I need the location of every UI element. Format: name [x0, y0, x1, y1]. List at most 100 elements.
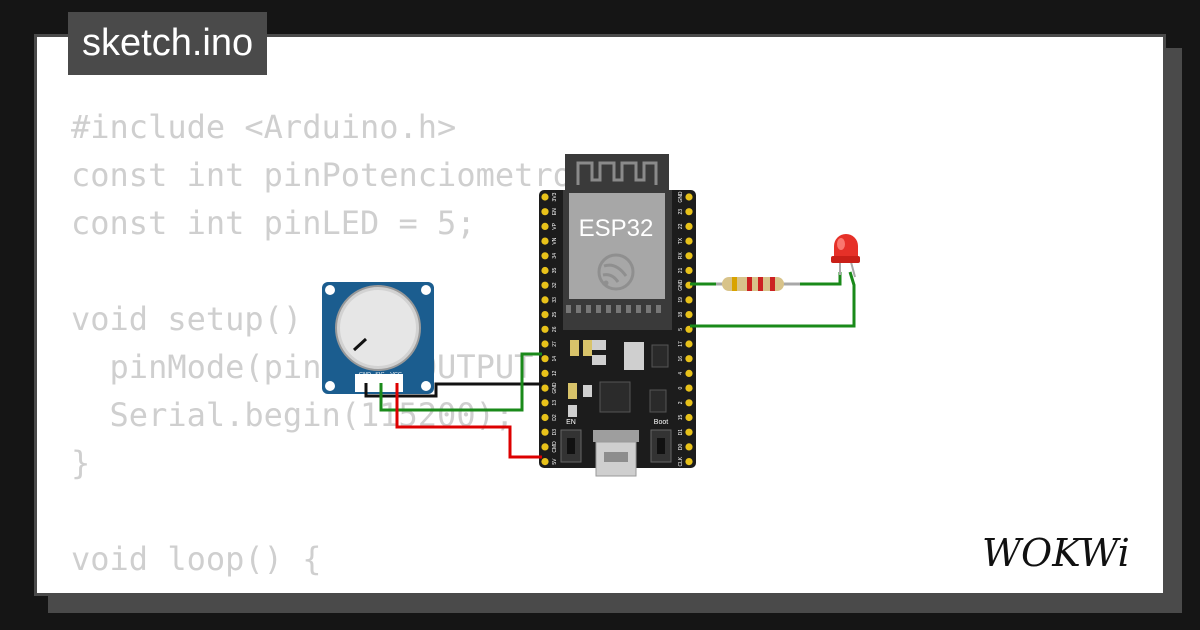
smd-components: [568, 340, 669, 417]
left-pin-header: 3V3ENVPVN343532332526271412GND13D2D3CMD5…: [541, 192, 558, 466]
pin-label: 0: [678, 386, 684, 389]
pin-5v[interactable]: [541, 458, 549, 466]
pin-25[interactable]: [541, 311, 549, 319]
pin-27[interactable]: [541, 340, 549, 348]
antenna-module: [565, 154, 669, 192]
pin-12[interactable]: [541, 369, 549, 377]
pin-label: D2: [552, 414, 558, 421]
pin-34[interactable]: [541, 252, 549, 260]
pin-14[interactable]: [541, 355, 549, 363]
pin-d3[interactable]: [541, 428, 549, 436]
wire-vcc[interactable]: [395, 383, 542, 459]
pin-vn[interactable]: [541, 237, 549, 245]
pin-label: CLK: [678, 456, 684, 466]
pin-label: 12: [552, 370, 558, 376]
file-tab[interactable]: sketch.ino: [68, 12, 268, 75]
pin-label: 2: [678, 401, 684, 404]
pin-label: VP: [552, 222, 558, 229]
pin-18[interactable]: [685, 311, 693, 319]
pin-16[interactable]: [685, 355, 693, 363]
pin-label: VN: [552, 237, 558, 244]
pin-label: 21: [678, 268, 684, 274]
pin-label: EN: [552, 208, 558, 215]
pin-2[interactable]: [685, 399, 693, 407]
svg-text:EN: EN: [566, 419, 576, 426]
pin-d0[interactable]: [685, 443, 693, 451]
pin-0[interactable]: [685, 384, 693, 392]
pin-label: GND: [552, 382, 558, 394]
en-button[interactable]: EN: [560, 419, 582, 463]
pin-label: 4: [678, 372, 684, 375]
pin-35[interactable]: [541, 266, 549, 275]
pin-label: GND: [678, 191, 684, 203]
chip-label: ESP32: [579, 215, 654, 242]
pin-19[interactable]: [685, 296, 693, 304]
pin-label: 14: [552, 356, 558, 362]
code-line: #include <Arduino.h>: [71, 108, 457, 146]
pin-en[interactable]: [541, 208, 549, 216]
pin-label: 3V3: [552, 192, 558, 201]
pin-label: D1: [678, 429, 684, 436]
wire-signal[interactable]: [379, 352, 542, 412]
esp32-board[interactable]: ESP32: [539, 154, 696, 477]
wire-led-pin5[interactable]: [690, 271, 856, 328]
pin-22[interactable]: [685, 222, 693, 230]
pin-label: 35: [552, 268, 558, 274]
pin-4[interactable]: [685, 369, 693, 377]
pin-label: 27: [552, 341, 558, 347]
pin-21[interactable]: [685, 266, 693, 275]
pin-label: D0: [678, 443, 684, 450]
pin-d1[interactable]: [685, 428, 693, 436]
pin-label: 18: [678, 312, 684, 318]
pin-label: 17: [678, 341, 684, 347]
pin-26[interactable]: [541, 325, 549, 333]
wire-gnd[interactable]: [364, 382, 542, 398]
pin-33[interactable]: [541, 296, 549, 304]
potentiometer[interactable]: GND SIG VCC: [322, 282, 434, 394]
pin-label: VCC: [390, 372, 402, 378]
pin-rx[interactable]: [685, 252, 693, 260]
antenna-trace: [576, 161, 658, 185]
pin-17[interactable]: [685, 340, 693, 348]
pin-label: 23: [678, 209, 684, 215]
resistor[interactable]: [716, 277, 800, 291]
pin-3v3[interactable]: [541, 193, 549, 201]
espressif-logo-icon: [597, 253, 635, 291]
pin-13[interactable]: [541, 399, 549, 407]
pin-label: RX: [678, 252, 684, 260]
pin-label: CMD: [552, 441, 558, 453]
pin-label: 16: [678, 356, 684, 362]
pin-32[interactable]: [541, 281, 549, 289]
code-line: const int pinLED = 5;: [71, 204, 476, 242]
pot-indicator: [352, 337, 368, 352]
svg-text:Boot: Boot: [654, 419, 668, 426]
pin-label: 13: [552, 400, 558, 406]
pin-tx[interactable]: [685, 237, 693, 245]
pin-vp[interactable]: [541, 222, 549, 230]
module-pads: [566, 305, 661, 313]
pin-clk[interactable]: [685, 458, 693, 466]
pin-d2[interactable]: [541, 413, 549, 422]
pin-gnd[interactable]: [541, 384, 549, 392]
pin-label: D3: [552, 429, 558, 436]
pin-15[interactable]: [685, 413, 693, 422]
pin-label: 5V: [552, 458, 558, 465]
pin-label: SIG: [375, 372, 384, 378]
usb-port: [593, 430, 639, 477]
pin-label: 15: [678, 415, 684, 421]
pin-label: 33: [552, 297, 558, 303]
boot-button[interactable]: Boot: [650, 419, 672, 463]
led[interactable]: [831, 234, 860, 278]
logo-text: WOKWi: [982, 531, 1130, 575]
pin-label: 5: [678, 328, 684, 331]
pin-label: TX: [678, 237, 684, 244]
pin-cmd[interactable]: [541, 443, 549, 451]
pot-knob[interactable]: [340, 290, 416, 366]
pin-23[interactable]: [685, 208, 693, 216]
pin-label: 32: [552, 282, 558, 288]
pin-label: 26: [552, 326, 558, 332]
pin-label: 19: [678, 297, 684, 303]
pin-label: 34: [552, 253, 558, 259]
pin-gnd[interactable]: [685, 193, 693, 201]
